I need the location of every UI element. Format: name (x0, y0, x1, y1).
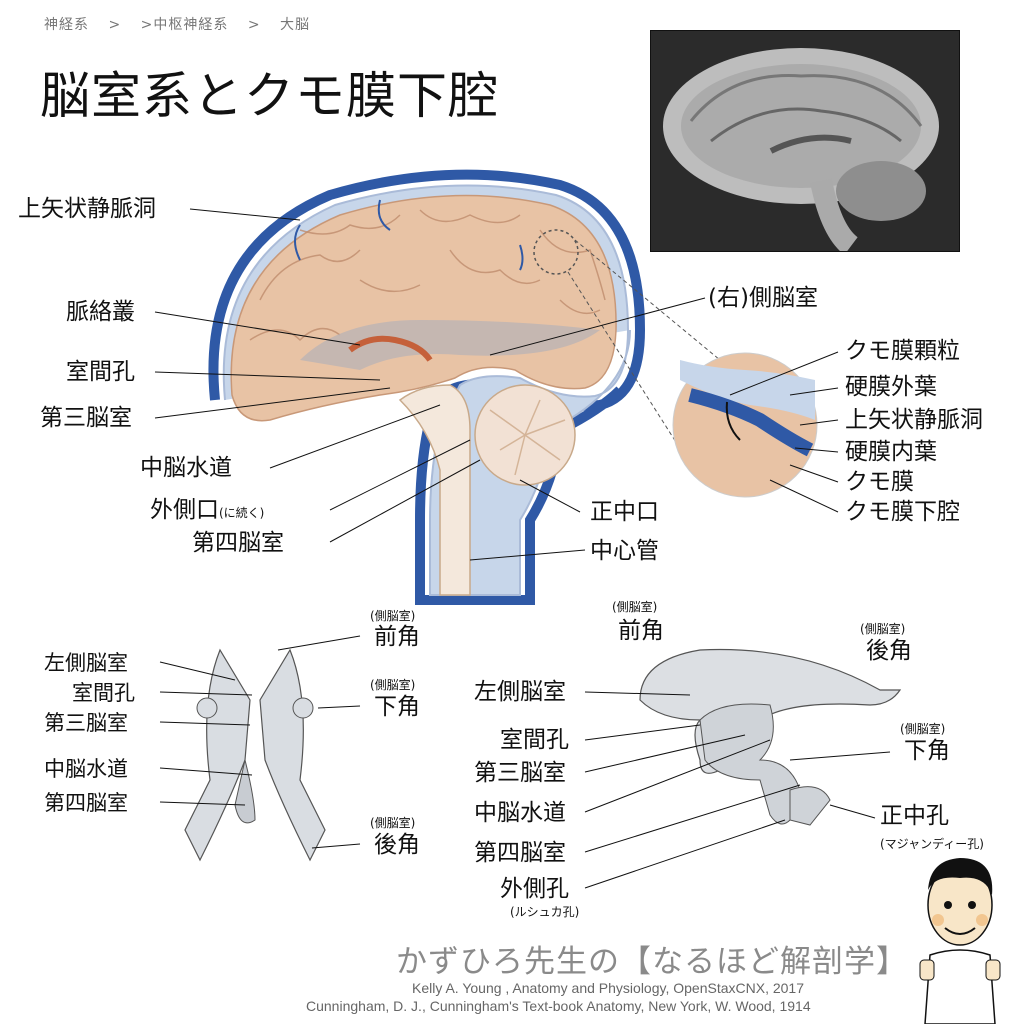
front-label-inferior-horn-note: (側脳室) (370, 678, 416, 692)
front-label-left-lateral-ventricle: 左側脳室 (44, 651, 128, 675)
side-label-cerebral-aqueduct: 中脳水道 (474, 800, 566, 826)
page-title: 脳室系とクモ膜下腔 (40, 67, 499, 125)
breadcrumb-item[interactable]: 神経系 (44, 17, 89, 33)
label-dura-outer: 硬膜外葉 (845, 374, 937, 400)
side-label-median-aperture: 正中孔 (880, 803, 949, 829)
front-label-anterior-horn-note: (側脳室) (370, 609, 416, 623)
front-label-third-ventricle: 第三脳室 (44, 711, 128, 735)
side-label-third-ventricle: 第三脳室 (474, 760, 566, 786)
front-label-posterior-horn: 後角 (374, 832, 420, 858)
side-label-inferior-horn-note: (側脳室) (900, 722, 946, 736)
label-central-canal: 中心管 (590, 538, 659, 564)
label-sinus-zoom: 上矢状静脈洞 (845, 407, 983, 433)
ventricle-front-view (184, 648, 326, 862)
breadcrumb-item[interactable]: >中枢神経系 (140, 17, 229, 33)
label-lateral-aperture-note: (に続く) (219, 506, 265, 520)
label-dura-inner: 硬膜内葉 (845, 439, 937, 465)
front-label-interventricular-foramen: 室間孔 (72, 681, 135, 705)
side-label-anterior-horn: 前角 (618, 618, 664, 644)
side-label-lateral-aperture-note: (ルシュカ孔) (510, 905, 580, 919)
mascot-illustration (919, 858, 1001, 1024)
side-label-inferior-horn: 下角 (904, 738, 950, 764)
side-label-lateral-aperture: 外側孔 (500, 876, 569, 902)
side-label-interventricular-foramen: 室間孔 (500, 727, 569, 753)
side-label-median-aperture-note: (マジャンディー孔) (880, 837, 984, 851)
label-interventricular-foramen: 室間孔 (66, 359, 135, 385)
label-right-lateral-ventricle: (右)側脳室 (708, 285, 818, 311)
breadcrumb: 神経系 > >中枢神経系 > 大脳 (44, 14, 324, 34)
front-label-posterior-horn-note: (側脳室) (370, 816, 416, 830)
ventricle-side-view (639, 648, 902, 826)
label-choroid-plexus: 脈絡叢 (66, 299, 135, 325)
front-label-anterior-horn: 前角 (374, 624, 420, 650)
label-lateral-aperture: 外側口(に続く) (150, 497, 264, 526)
front-label-cerebral-aqueduct: 中脳水道 (44, 757, 128, 781)
brand-title: かずひろ先生の【なるほど解剖学】 (396, 944, 908, 980)
label-arachnoid: クモ膜 (845, 469, 914, 495)
label-third-ventricle: 第三脳室 (40, 405, 132, 431)
brain-photo (650, 30, 960, 252)
credit-line-1: Kelly A. Young , Anatomy and Physiology,… (412, 980, 804, 996)
label-subarachnoid-space: クモ膜下腔 (845, 499, 960, 525)
breadcrumb-separator: > (108, 17, 122, 33)
breadcrumb-separator: > (247, 17, 261, 33)
side-label-left-lateral-ventricle: 左側脳室 (474, 679, 566, 705)
label-median-aperture: 正中口 (590, 499, 659, 525)
side-label-posterior-horn: 後角 (866, 638, 912, 664)
label-superior-sagittal-sinus: 上矢状静脈洞 (18, 196, 156, 222)
front-label-inferior-horn: 下角 (374, 694, 420, 720)
side-label-posterior-horn-note: (側脳室) (860, 622, 906, 636)
label-arachnoid-granulation: クモ膜顆粒 (845, 338, 960, 364)
label-lateral-aperture-text: 外側口 (150, 497, 219, 523)
label-cerebral-aqueduct: 中脳水道 (140, 455, 232, 481)
label-fourth-ventricle: 第四脳室 (192, 530, 284, 556)
side-label-anterior-horn-note: (側脳室) (612, 600, 658, 614)
side-label-fourth-ventricle: 第四脳室 (474, 840, 566, 866)
credit-line-2: Cunningham, D. J., Cunningham's Text-boo… (306, 998, 811, 1014)
breadcrumb-item[interactable]: 大脳 (280, 17, 311, 33)
front-label-fourth-ventricle: 第四脳室 (44, 791, 128, 815)
